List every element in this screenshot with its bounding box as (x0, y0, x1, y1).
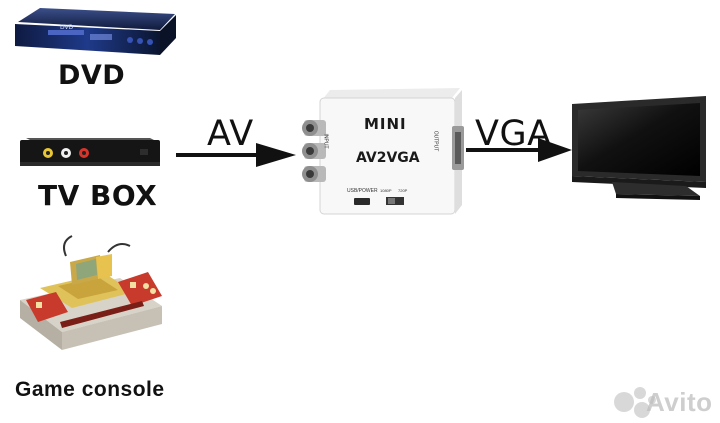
converter-model: AV2VGA (356, 150, 420, 166)
converter-brand: MINI (364, 115, 407, 133)
converter-box-icon (302, 88, 464, 215)
svg-text:DVD: DVD (60, 24, 74, 31)
dvd-label: DVD (58, 60, 126, 91)
converter-switch-left-label: 1080P (380, 188, 392, 193)
game-console-icon (20, 235, 162, 350)
tv-box-label: TV BOX (38, 179, 158, 212)
avito-watermark: Avito (646, 387, 713, 417)
tv-box-icon (20, 138, 160, 166)
avito-logo-icon (614, 387, 656, 418)
converter-output-label: OUTPUT (432, 130, 439, 152)
av-signal-label: AV (207, 114, 254, 154)
converter-power-label: USB/POWER (347, 188, 378, 194)
av-arrow (176, 143, 296, 167)
game-console-label: Game console (15, 378, 165, 401)
dvd-player-icon: DVD (15, 8, 176, 55)
converter-input-label: INPUT (322, 133, 329, 149)
usb-power-port (354, 198, 370, 205)
monitor-icon (572, 96, 706, 200)
vga-arrow (466, 138, 572, 162)
vga-signal-label: VGA (475, 114, 552, 154)
converter-switch-right-label: 720P (398, 188, 408, 193)
vga-port (452, 126, 464, 170)
rca-jacks (302, 120, 326, 182)
